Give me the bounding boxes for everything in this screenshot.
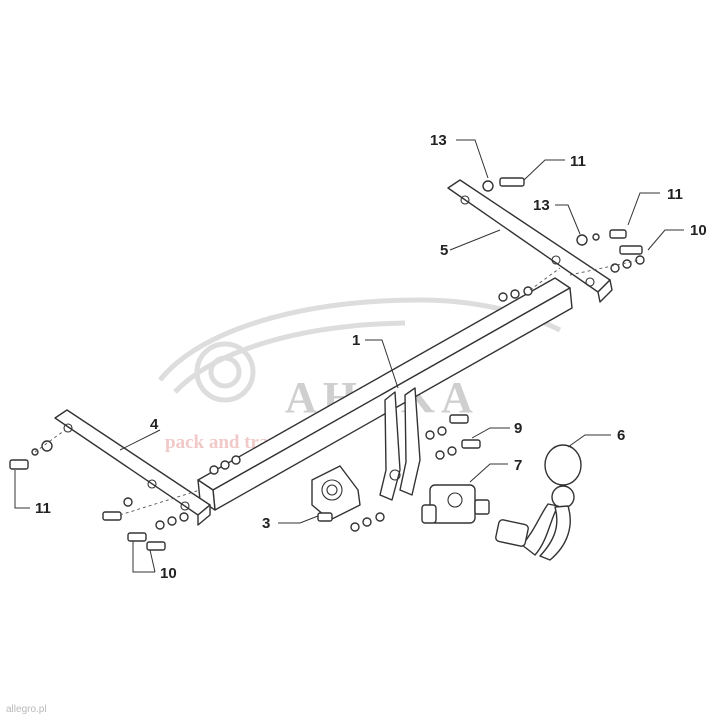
callout-5: 5 [440,242,448,259]
image-credit: allegro.pl [6,704,47,715]
callout-13-top: 13 [430,132,447,149]
callout-10-left: 10 [160,565,177,582]
left-bracket-plate [54,409,211,526]
tow-ball-neck [495,444,582,561]
fasteners [9,177,645,551]
callout-6: 6 [617,427,625,444]
socket-housing [421,484,490,524]
socket-bracket [311,465,361,521]
callout-13-mid: 13 [533,197,550,214]
center-hanger-brackets [379,387,421,501]
right-bracket-plate [447,179,613,303]
callout-7: 7 [514,457,522,474]
callout-11-left: 11 [35,500,51,517]
callout-9: 9 [514,420,522,437]
callout-4: 4 [150,416,159,433]
callout-3: 3 [262,515,270,532]
callout-10-right: 10 [690,222,707,239]
callout-11-right: 11 [667,186,683,203]
leader-lines [14,139,684,573]
callout-11-top: 11 [570,153,586,170]
callout-1: 1 [352,332,360,349]
